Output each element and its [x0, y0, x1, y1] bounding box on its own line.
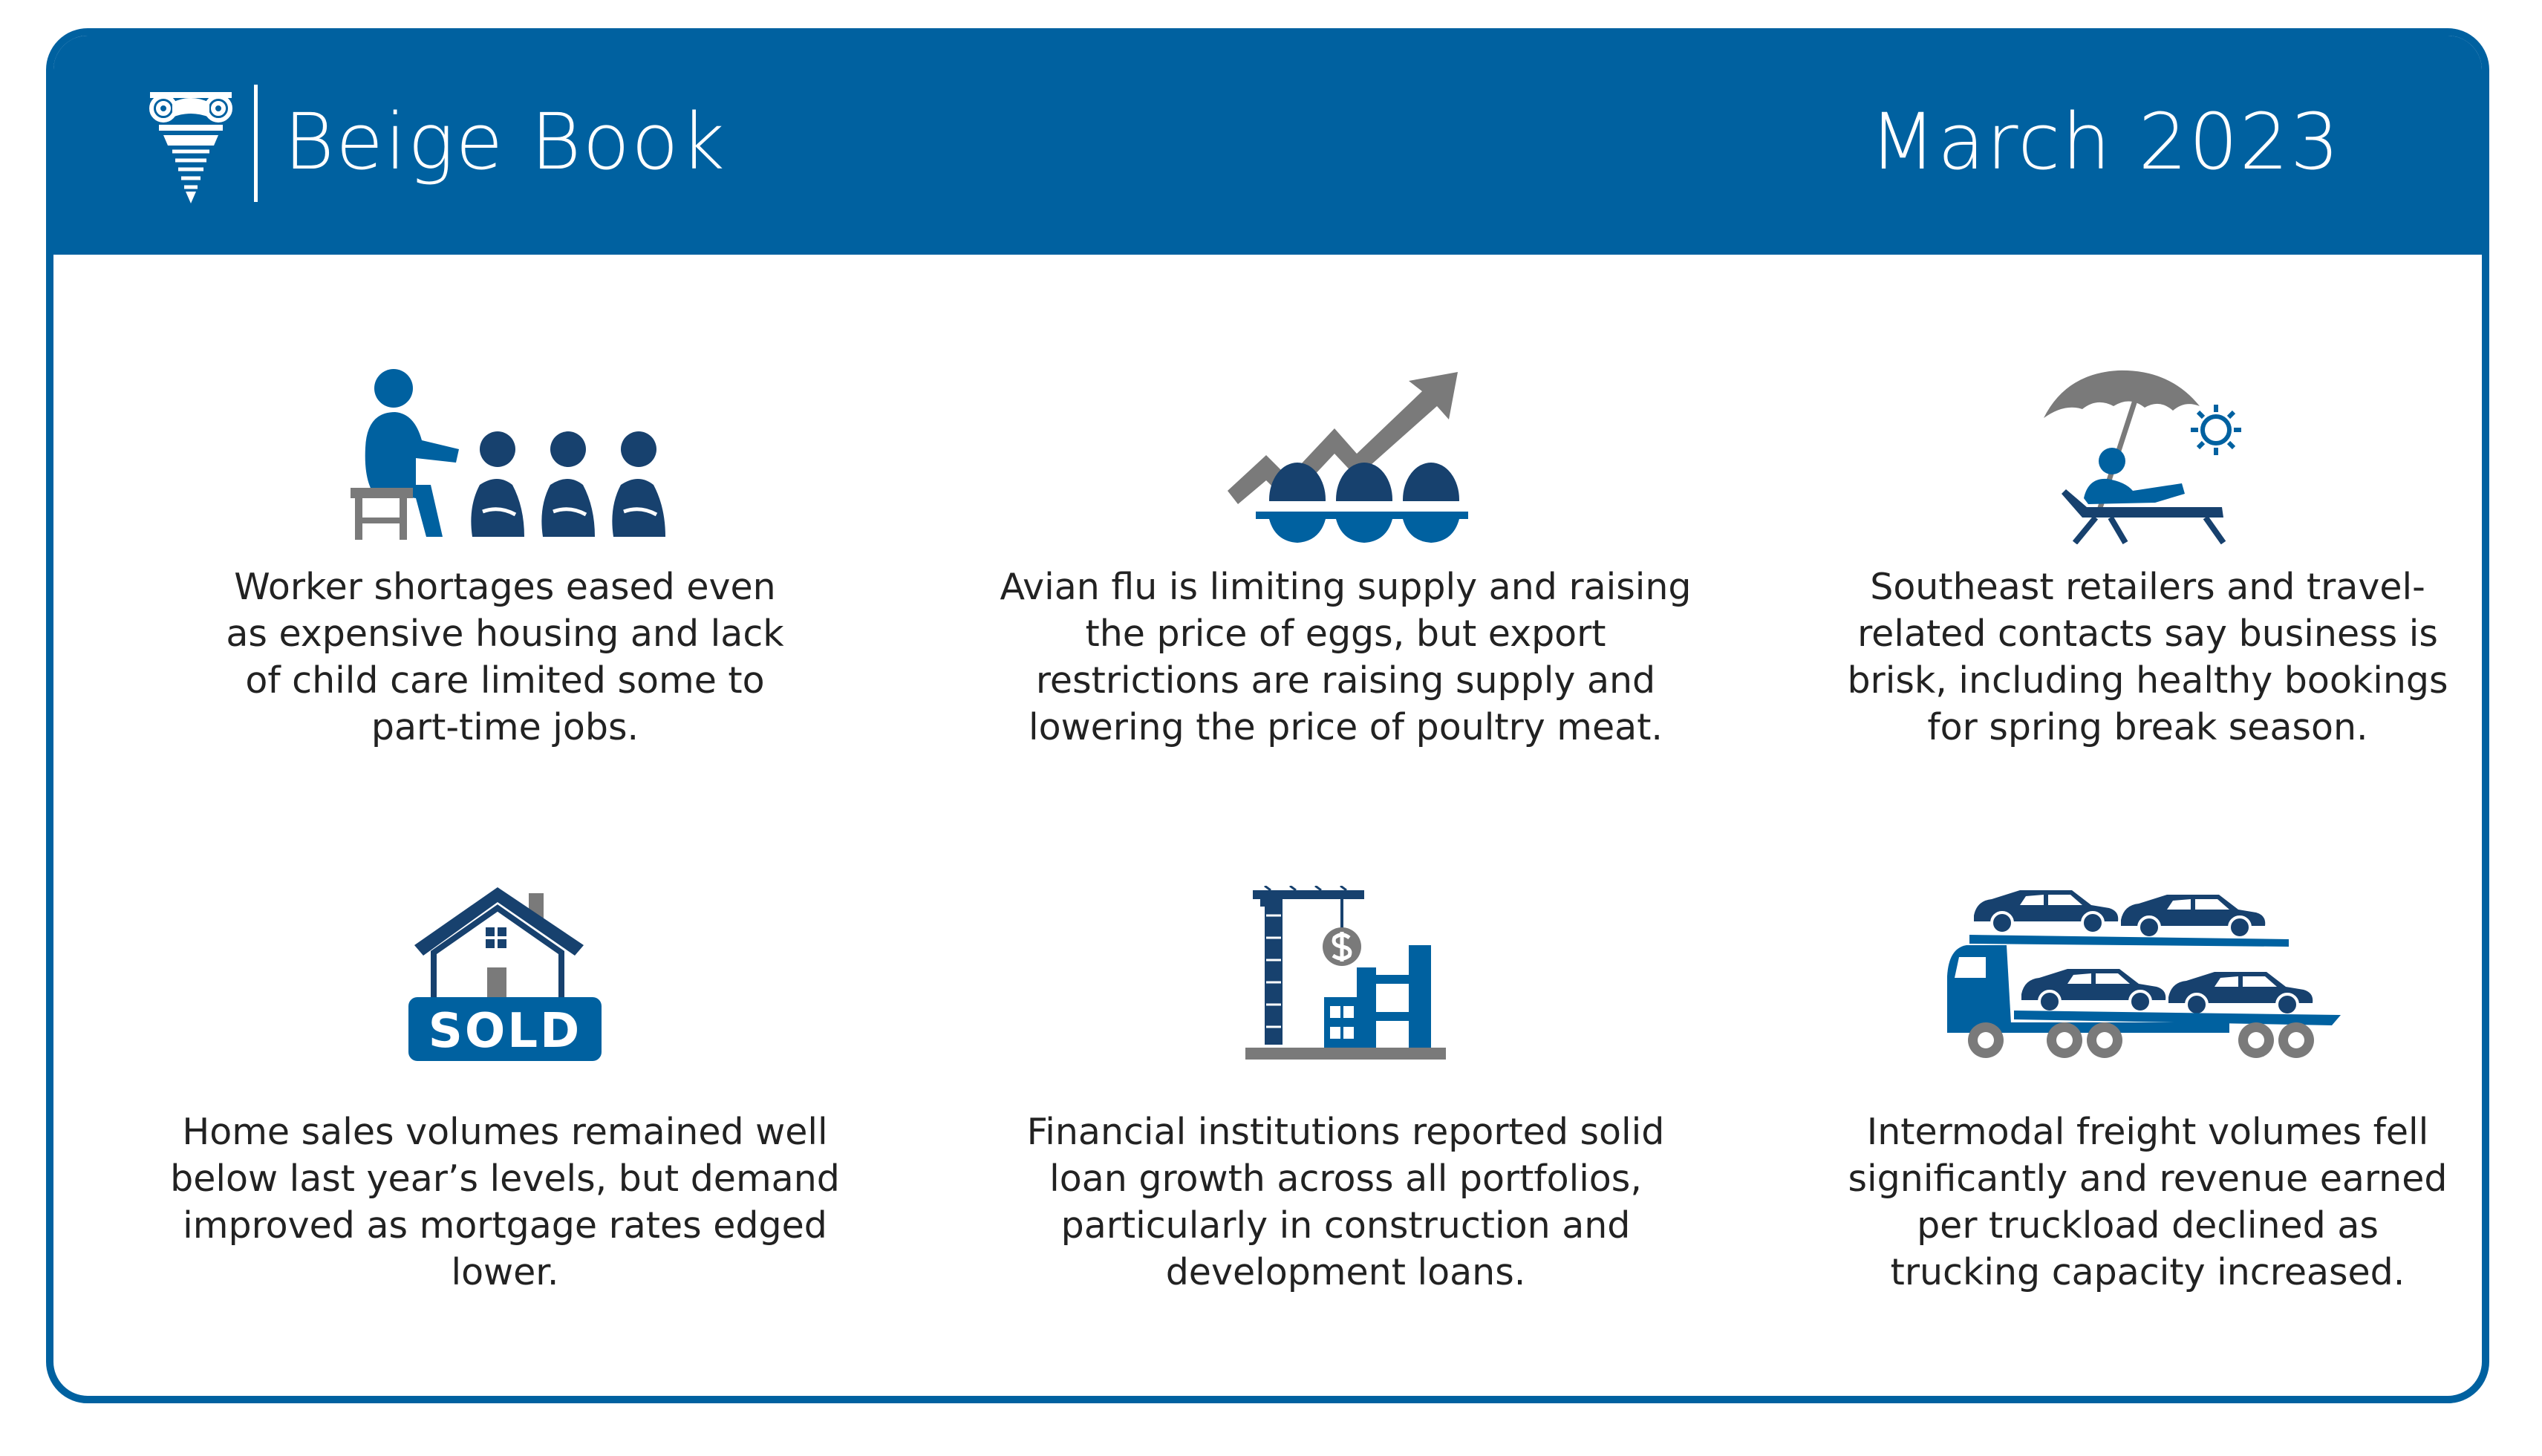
beige-book-card: Beige Book March 2023: [46, 28, 2489, 1403]
column-capital-logo-icon: [149, 92, 232, 203]
app-title: Beige Book: [284, 97, 727, 187]
summary-text-transportation: Intermodal freight volumes fell signific…: [1848, 1111, 2448, 1293]
eggs-rising-arrow-icon: [1228, 372, 1468, 543]
edition-date: March 2023: [1869, 97, 2341, 187]
beach-lounger-icon: [2044, 370, 2241, 544]
summary-text-poultry: Avian flu is limiting supply and raising…: [1000, 566, 1692, 748]
car-carrier-truck-icon: [1947, 890, 2341, 1058]
summary-text-banking: Financial institutions reported solid lo…: [1026, 1111, 1665, 1293]
construction-crane-dollar-icon: [1245, 886, 1446, 1060]
summary-text-retail-travel: Southeast retailers and travel-related c…: [1847, 566, 2448, 748]
sold-sign-label: SOLD: [428, 1004, 582, 1059]
summary-text-housing: Home sales volumes remained well below l…: [170, 1111, 840, 1293]
summary-text-labor: Worker shortages eased even as expensive…: [226, 566, 784, 748]
house-sold-sign-icon: [408, 887, 602, 1061]
teacher-children-icon: [351, 369, 665, 540]
header-bar: Beige Book March 2023: [53, 36, 2482, 255]
header-divider: [254, 85, 258, 202]
